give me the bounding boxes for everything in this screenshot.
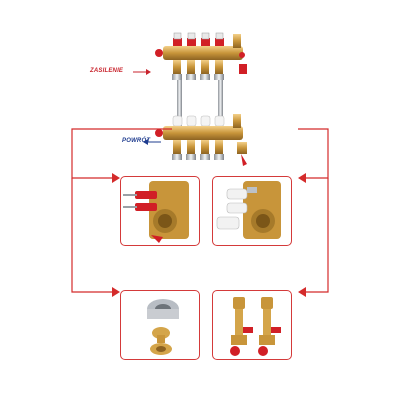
detail-thumbnail-return-valves (212, 176, 292, 246)
manifold-image (155, 30, 265, 170)
return-arrow-icon (142, 138, 162, 146)
air-vent-thumbnail (212, 290, 292, 360)
detail-thumbnail-supply-valves (120, 176, 200, 246)
fitting-thumbnail (120, 290, 200, 360)
supply-label: ZASILENIE (90, 68, 124, 74)
supply-arrow-icon (132, 68, 152, 76)
return-label: POWRÓT (122, 138, 151, 144)
